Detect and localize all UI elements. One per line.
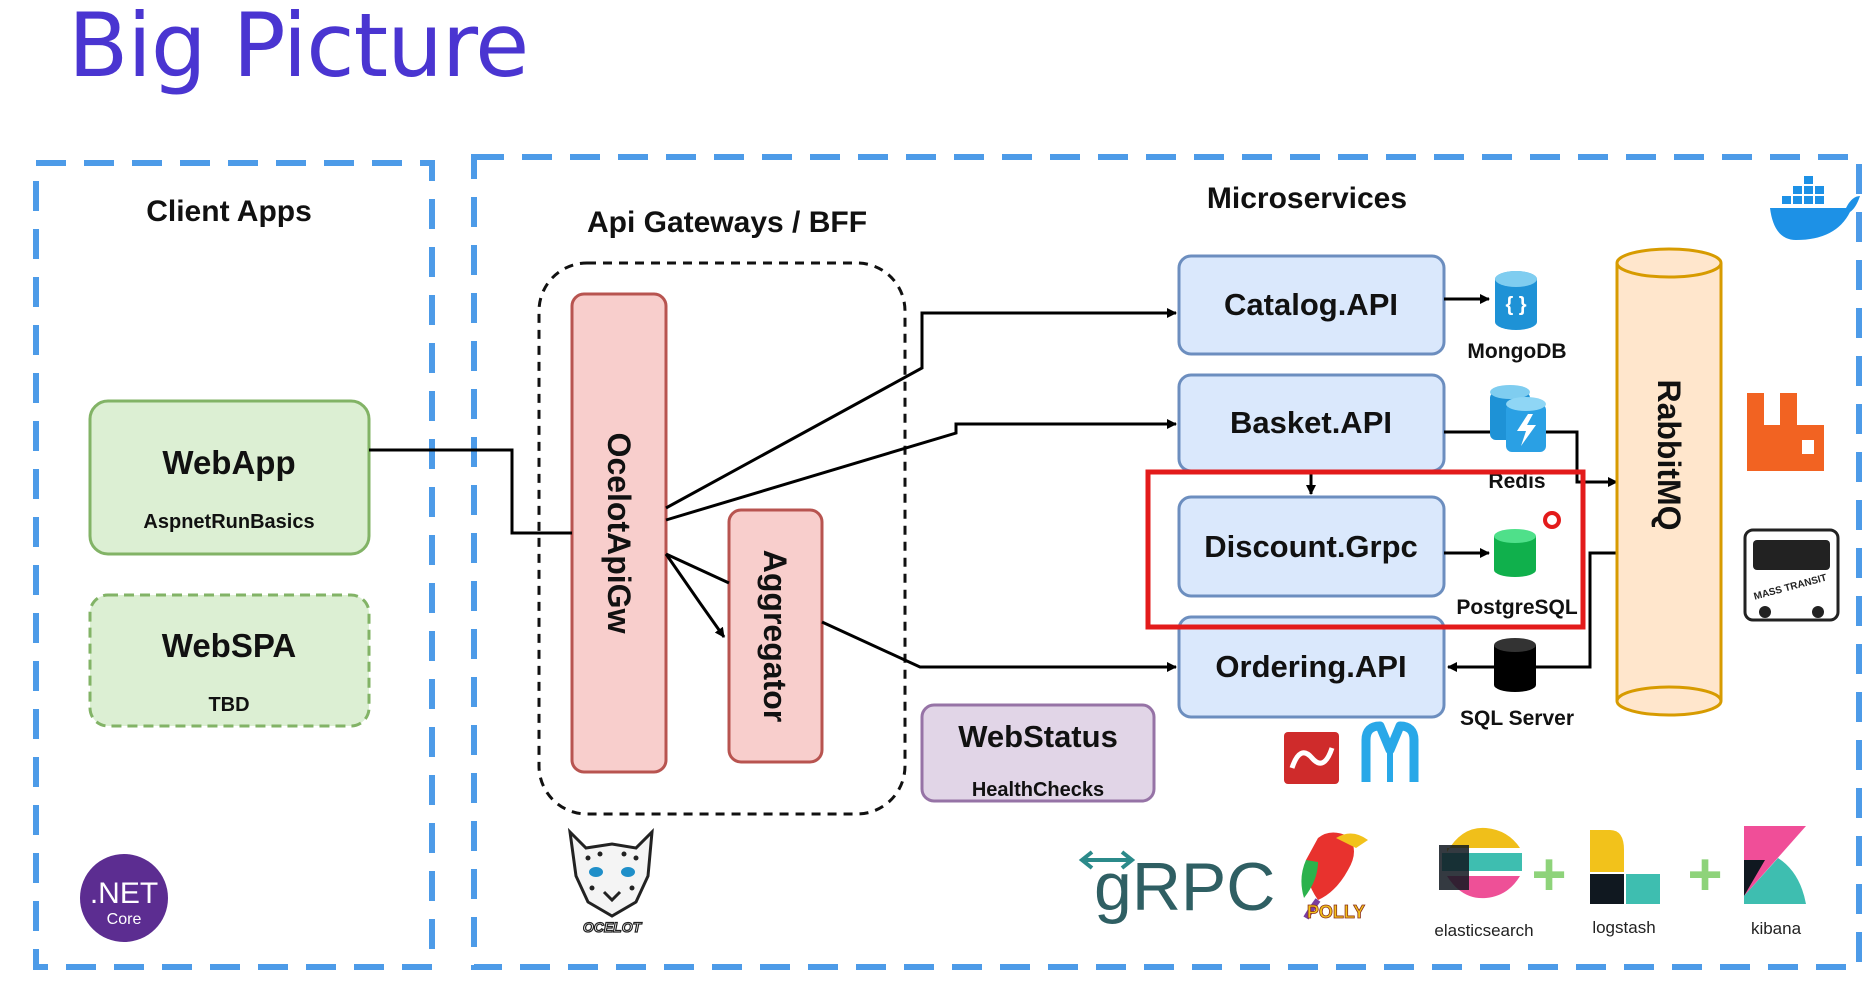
webapp-to-ocelot-line bbox=[369, 448, 572, 535]
kibana-icon bbox=[1744, 826, 1806, 904]
catalog-api-label: Catalog.API bbox=[1224, 287, 1398, 322]
mongodb-label: MongoDB bbox=[1467, 340, 1566, 363]
kibana-label: kibana bbox=[1751, 919, 1802, 938]
webspa-sublabel: TBD bbox=[208, 694, 249, 716]
ocelot-to-basket-arrow bbox=[665, 419, 1177, 522]
webstatus-sublabel: HealthChecks bbox=[972, 779, 1104, 801]
webspa-box: WebSPA TBD bbox=[88, 593, 371, 728]
ocelot-to-catalog-arrow bbox=[665, 308, 1177, 510]
polly-logo-text: POLLY bbox=[1307, 902, 1365, 922]
webstatus-box: WebStatus HealthChecks bbox=[920, 703, 1156, 803]
ocelot-gateway-label: OcelotApiGw bbox=[601, 433, 637, 634]
redis-label: Redis bbox=[1488, 470, 1545, 493]
sqlserver-icon bbox=[1494, 638, 1536, 692]
ocelot-icon: OCELOT bbox=[567, 827, 654, 936]
gateway-container bbox=[537, 261, 907, 816]
discount-highlight-box bbox=[1145, 469, 1586, 630]
dotnet-icon: .NET Core bbox=[80, 854, 168, 942]
mongodb-icon: { } bbox=[1495, 271, 1537, 330]
microservices-heading: Microservices bbox=[1207, 182, 1407, 215]
postgresql-label: PostgreSQL bbox=[1456, 596, 1578, 619]
ocelot-logo-text: OCELOT bbox=[583, 919, 643, 935]
elasticsearch-label: elasticsearch bbox=[1434, 921, 1533, 940]
discount-grpc-box: Discount.Grpc bbox=[1177, 495, 1446, 598]
plus-sign-1: + bbox=[1531, 841, 1566, 908]
dotnet-logo-text: .NET bbox=[90, 877, 158, 910]
webapp-box: WebApp AspnetRunBasics bbox=[88, 399, 371, 556]
discount-grpc-label: Discount.Grpc bbox=[1204, 529, 1418, 564]
rabbitmq-label: RabbitMQ bbox=[1651, 379, 1687, 530]
webstatus-label: WebStatus bbox=[958, 719, 1118, 754]
aggregator-to-ordering-arrow bbox=[821, 620, 1177, 672]
catalog-api-box: Catalog.API bbox=[1177, 254, 1446, 356]
plus-sign-2: + bbox=[1687, 841, 1722, 908]
webapp-sublabel: AspnetRunBasics bbox=[143, 511, 314, 533]
dotnet-logo-subtext: Core bbox=[107, 911, 142, 928]
basket-api-label: Basket.API bbox=[1230, 405, 1392, 440]
aggregator-label: Aggregator bbox=[757, 550, 793, 722]
sqlserver-label: SQL Server bbox=[1460, 707, 1574, 730]
polly-icon: POLLY bbox=[1301, 832, 1368, 922]
rabbitmq-logo-icon bbox=[1747, 393, 1824, 471]
api-gateways-heading: Api Gateways / BFF bbox=[587, 206, 867, 239]
ordering-api-box: Ordering.API bbox=[1177, 615, 1446, 719]
webspa-label: WebSPA bbox=[162, 627, 296, 664]
redis-icon bbox=[1490, 385, 1546, 452]
client-apps-heading: Client Apps bbox=[146, 195, 312, 228]
masstransit-icon: MASS TRANSIT bbox=[1743, 528, 1840, 622]
grpc-logo-text: gRPC bbox=[1094, 849, 1275, 925]
postgresql-icon bbox=[1494, 529, 1536, 577]
elasticsearch-icon bbox=[1439, 827, 1522, 899]
webapp-label: WebApp bbox=[162, 444, 295, 481]
aggregator-box: Aggregator bbox=[727, 508, 824, 764]
ocelot-to-aggregator-line bbox=[665, 552, 730, 585]
ocelot-to-aggregator-arrow bbox=[664, 553, 726, 638]
svg-text:{ }: { } bbox=[1505, 294, 1526, 316]
client-apps-region bbox=[33, 160, 435, 970]
basket-api-box: Basket.API bbox=[1177, 373, 1446, 473]
scalar-icon bbox=[1284, 732, 1339, 784]
cursor-dot bbox=[1543, 511, 1561, 529]
backend-region bbox=[471, 154, 1862, 970]
docker-icon bbox=[1770, 176, 1860, 240]
ordering-api-label: Ordering.API bbox=[1215, 649, 1406, 684]
ocelot-gateway-box: OcelotApiGw bbox=[570, 292, 668, 774]
rabbitmq-box: RabbitMQ bbox=[1615, 247, 1723, 717]
slide-title: Big Picture bbox=[68, 0, 529, 97]
grpc-icon: gRPC bbox=[1078, 849, 1275, 925]
logstash-label: logstash bbox=[1592, 918, 1655, 937]
mediatr-icon bbox=[1361, 721, 1419, 782]
logstash-icon bbox=[1590, 830, 1660, 904]
